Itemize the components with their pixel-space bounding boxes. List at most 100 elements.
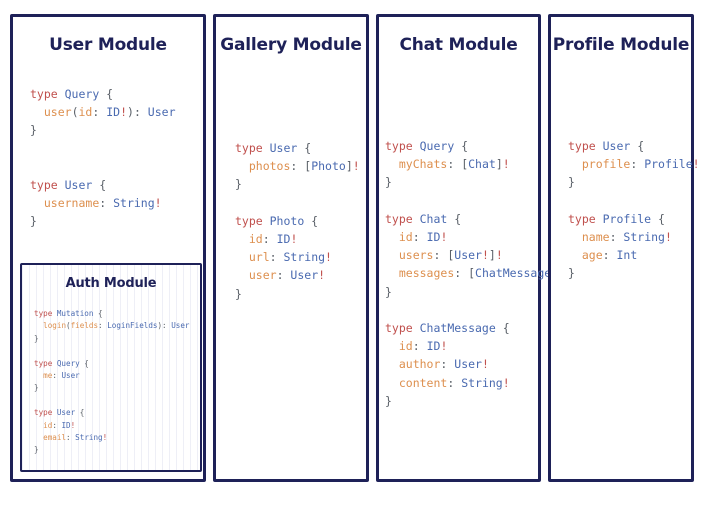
- panel-title-chat-module: Chat Module: [399, 35, 518, 55]
- code-token: }: [34, 445, 39, 455]
- code-line: content: String!: [385, 374, 565, 392]
- code-token: Profile: [644, 157, 693, 172]
- code-line: user: User!: [235, 266, 360, 284]
- code-token: User: [454, 357, 482, 372]
- code-token: !: [502, 157, 510, 172]
- code-line: type User {: [568, 137, 700, 155]
- code-token: url: [248, 250, 270, 265]
- code-line: url: String!: [235, 248, 360, 266]
- code-token: type: [385, 139, 420, 153]
- code-token: !: [318, 268, 326, 283]
- code-line: [385, 301, 565, 319]
- code-token: user: [43, 105, 72, 120]
- code-line: user(id: ID!): User: [30, 103, 176, 121]
- code-token: [385, 376, 399, 390]
- code-token: type: [235, 213, 270, 228]
- code-token: [30, 196, 44, 210]
- code-token: login: [43, 321, 67, 331]
- code-token: !: [502, 375, 510, 390]
- code-token: {: [297, 141, 312, 155]
- code-token: [385, 339, 399, 353]
- code-line: }: [30, 121, 176, 139]
- code-token: ]: [345, 159, 353, 174]
- code-token: id: [398, 230, 413, 245]
- code-line: }: [235, 285, 360, 303]
- code-token: ChatMessage: [475, 266, 552, 281]
- code-token: fields: [70, 321, 99, 331]
- code-token: [385, 248, 399, 262]
- code-line: profile: Profile!: [568, 155, 700, 173]
- code-token: {: [99, 87, 114, 101]
- code-token: username: [43, 196, 100, 211]
- code-token: :: [52, 371, 62, 381]
- code-token: String: [623, 230, 665, 245]
- code-token: [568, 157, 582, 171]
- panel-profile-module[interactable]: Profile Module type User { profile: Prof…: [548, 14, 700, 482]
- code-token: :: [99, 196, 114, 211]
- code-line: [385, 192, 565, 210]
- code-line: type Profile {: [568, 210, 700, 228]
- code-line: type Query {: [30, 85, 176, 103]
- code-token: }: [34, 383, 39, 393]
- code-token: :: [269, 250, 284, 265]
- code-token: }: [385, 393, 392, 408]
- code-token: {: [93, 309, 103, 318]
- code-token: {: [454, 139, 469, 153]
- code-token: !: [440, 339, 448, 354]
- code-line: age: Int: [568, 246, 700, 264]
- code-line: [34, 395, 190, 407]
- code-line: username: String!: [30, 194, 176, 212]
- panel-gallery-module[interactable]: Gallery Module type User { photos: [Phot…: [213, 14, 369, 482]
- code-block-profile-module: type User { profile: Profile!} type Prof…: [568, 137, 700, 283]
- code-token: {: [447, 211, 462, 226]
- panel-chat-module[interactable]: Chat Module type Query { myChats: [Chat]…: [376, 14, 565, 482]
- code-token: Query: [419, 139, 455, 153]
- code-line: type User {: [30, 176, 176, 194]
- code-token: messages: [398, 266, 455, 281]
- code-token: content: [398, 375, 448, 390]
- code-line: photos: [Photo]!: [235, 157, 360, 175]
- code-token: !: [481, 248, 489, 263]
- code-token: }: [30, 214, 37, 229]
- panel-user-module[interactable]: User Module type Query { user(id: ID!): …: [10, 14, 206, 482]
- code-token: :: [66, 433, 76, 443]
- code-token: users: [398, 248, 434, 263]
- code-line: messages: [ChatMessage]!: [385, 264, 565, 282]
- code-token: ID: [426, 339, 441, 354]
- code-line: id: ID!: [385, 337, 565, 355]
- panel-title-profile-module: Profile Module: [552, 35, 690, 55]
- code-token: Query: [64, 87, 100, 101]
- code-token: photos: [248, 159, 291, 174]
- subpanel-auth-module[interactable]: Auth Module type Mutation { login(fields…: [20, 263, 202, 472]
- code-token: ID: [276, 232, 291, 247]
- code-token: Photo: [269, 213, 305, 228]
- code-token: me: [43, 371, 53, 381]
- code-token: :: [276, 268, 291, 283]
- code-token: !: [120, 105, 128, 120]
- code-line: type ChatMessage {: [385, 319, 565, 337]
- code-line: }: [34, 382, 190, 394]
- code-token: }: [568, 266, 575, 281]
- code-token: !: [440, 230, 448, 245]
- code-token: type: [385, 321, 420, 336]
- code-token: [34, 421, 43, 430]
- code-token: :: [440, 357, 455, 372]
- code-line: }: [568, 173, 700, 191]
- code-block-user-module: type Query { user(id: ID!): User} type U…: [30, 85, 176, 231]
- code-line: me: User: [34, 370, 190, 382]
- code-token: {: [79, 358, 89, 368]
- code-token: [385, 266, 399, 280]
- code-token: String: [75, 433, 103, 443]
- code-token: [: [447, 248, 455, 263]
- code-line: id: ID!: [385, 228, 565, 246]
- code-line: type Query {: [34, 358, 190, 370]
- code-token: [: [461, 157, 469, 172]
- code-token: }: [385, 284, 392, 299]
- panel-title-auth-module: Auth Module: [65, 276, 157, 291]
- code-token: !: [692, 157, 700, 172]
- code-token: id: [248, 232, 263, 247]
- code-token: }: [385, 175, 392, 190]
- code-line: }: [568, 264, 700, 282]
- panel-title-gallery-module: Gallery Module: [220, 35, 362, 55]
